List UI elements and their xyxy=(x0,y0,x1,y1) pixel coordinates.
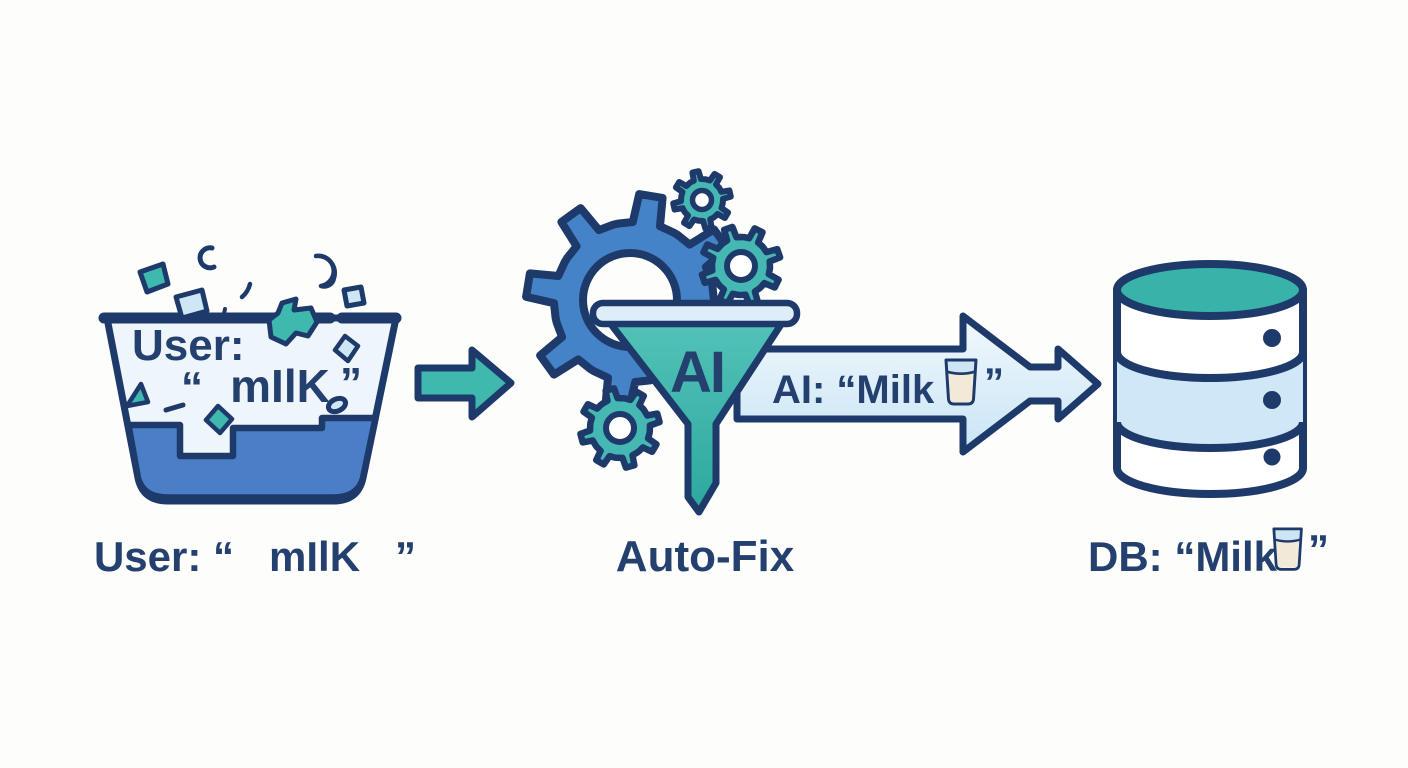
debris-fragment xyxy=(124,381,151,409)
flow-arrow-icon xyxy=(414,346,515,421)
debris-fragment xyxy=(203,403,235,436)
database-dot xyxy=(1263,448,1281,466)
input-bucket-icon: User: “ mIlK ” xyxy=(98,245,402,505)
debris-fragments xyxy=(124,245,367,436)
database-dot xyxy=(1263,329,1281,347)
database-separator xyxy=(1113,421,1307,452)
input-caption: User: “ mIlK ” xyxy=(94,533,416,580)
funnel-rim xyxy=(589,299,801,328)
process-caption: Auto-Fix xyxy=(616,532,795,581)
gear-hole xyxy=(603,411,637,445)
database-top xyxy=(1113,260,1307,320)
gear-hole xyxy=(689,187,715,213)
debris-fragment xyxy=(325,395,349,415)
funnel-icon xyxy=(606,319,786,516)
bucket-text-line1: User: xyxy=(132,321,245,370)
funnel-label: AI xyxy=(670,340,724,405)
debris-fragment xyxy=(239,281,253,300)
milk-glass-icon xyxy=(944,358,978,406)
output-caption-suffix: ” xyxy=(1308,526,1329,573)
bucket-liquid xyxy=(125,414,379,501)
auto-fix-machine: AI AI: “Milk ” xyxy=(522,168,1102,516)
database-separator xyxy=(1113,351,1307,382)
debris-fragment xyxy=(332,333,361,364)
database-icon xyxy=(1113,260,1307,498)
debris-fragment xyxy=(173,287,210,321)
debris-fragment xyxy=(341,284,367,309)
debris-fragment xyxy=(313,253,337,289)
bucket-value-text: mIlK xyxy=(230,360,330,412)
bucket-quote-open: “ xyxy=(181,363,203,412)
debris-fragment xyxy=(163,402,186,413)
banner-text-prefix: AI: “Milk xyxy=(772,368,935,412)
debris-fragment xyxy=(218,307,227,322)
debris-fragment xyxy=(197,245,217,271)
debris-fragment xyxy=(266,296,320,347)
output-caption: DB: “Milk ” xyxy=(1088,526,1329,580)
banner-text-suffix: ” xyxy=(984,361,1004,405)
debris-fragment xyxy=(137,261,171,295)
output-caption-prefix: DB: “Milk xyxy=(1088,533,1278,580)
bucket-quote-close: ” xyxy=(340,359,362,408)
gear-hole xyxy=(724,249,758,283)
output-arrow-banner xyxy=(733,312,1102,456)
database-dot xyxy=(1263,391,1281,409)
milk-glass-icon xyxy=(1272,527,1303,571)
